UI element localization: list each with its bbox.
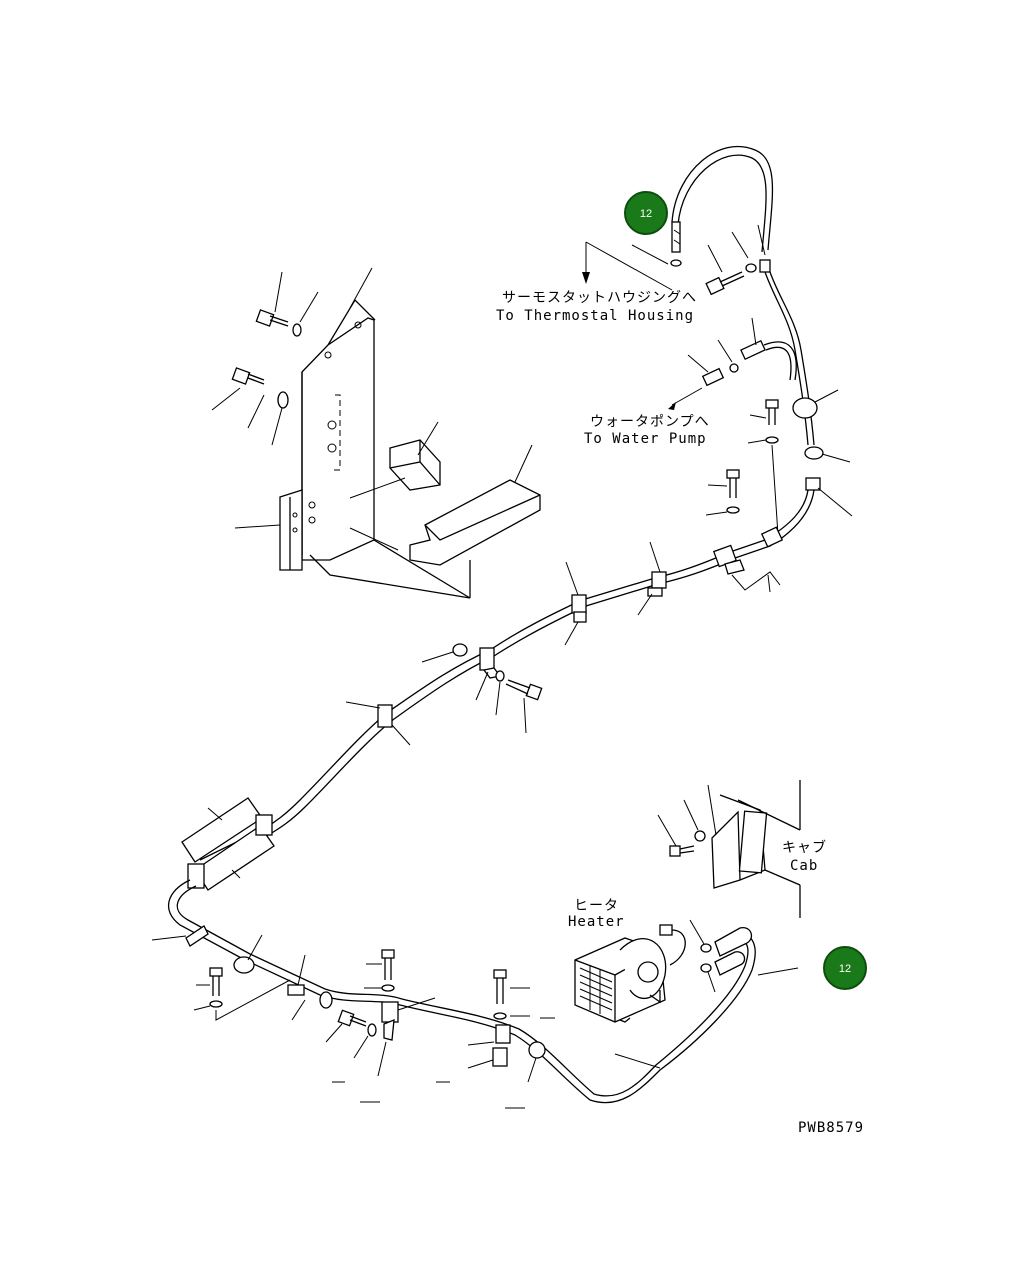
bracket-icon xyxy=(383,1018,395,1041)
bolt-icon xyxy=(669,845,695,857)
clamp-icon xyxy=(381,1001,399,1023)
heater-label-jp: ヒータ xyxy=(574,898,619,914)
bolt-icon xyxy=(493,969,507,1004)
badge-right[interactable]: 12 xyxy=(823,946,867,990)
clamp-icon xyxy=(377,704,393,728)
clamp-icon xyxy=(759,259,771,273)
spacer-icon xyxy=(492,1047,508,1067)
clamp-icon xyxy=(187,863,205,889)
washer-icon xyxy=(745,263,757,273)
clamp-icon xyxy=(319,991,333,1009)
washer-icon xyxy=(495,670,505,682)
connector-icon xyxy=(659,924,673,936)
clamp-icon xyxy=(712,544,745,575)
arrow-down-icon xyxy=(582,272,590,284)
bolt-icon xyxy=(705,271,745,296)
clamp-icon xyxy=(647,571,667,597)
bolt-icon xyxy=(209,967,223,996)
clamp-icon xyxy=(528,1041,546,1059)
clamp-icon xyxy=(792,397,818,419)
clamp-icon xyxy=(287,984,305,996)
cab-label-en: Cab xyxy=(790,858,818,874)
bolt-icon xyxy=(381,949,395,980)
clamp-icon xyxy=(495,1024,511,1044)
clamp-icon xyxy=(804,446,824,460)
badge-right-number: 12 xyxy=(839,963,851,975)
clamp-icon xyxy=(233,956,255,974)
washer-icon xyxy=(726,506,740,514)
bracket-assembly xyxy=(211,267,541,599)
fitting-icon xyxy=(452,643,468,657)
clamp-icon xyxy=(185,925,209,947)
waterpump-label-en: To Water Pump xyxy=(584,431,707,447)
washer-icon xyxy=(493,1012,507,1020)
bolt-icon xyxy=(337,1009,367,1027)
bolt-icon xyxy=(765,399,779,425)
cab-panel xyxy=(657,780,801,918)
bolt-icon xyxy=(505,679,543,701)
washer-icon xyxy=(292,323,302,337)
clamp-icon xyxy=(760,526,784,548)
washer-icon xyxy=(277,391,289,409)
bolt-icon xyxy=(726,469,740,498)
bolt-icon xyxy=(255,309,289,327)
badge-top[interactable]: 12 xyxy=(624,191,668,235)
upper-hose-assembly xyxy=(582,145,853,536)
thermostat-label-jp: サーモスタットハウジングへ xyxy=(502,290,697,306)
clamp-icon xyxy=(670,259,682,267)
waterpump-label-jp: ウォータポンプへ xyxy=(590,414,710,430)
heater-unit xyxy=(574,919,799,1023)
lower-hose xyxy=(151,879,756,1109)
fitting-icon xyxy=(700,927,753,976)
cab-label-jp: キャブ xyxy=(782,839,827,856)
washer-icon xyxy=(381,984,395,992)
main-hose xyxy=(181,489,815,891)
heater-label-en: Heater xyxy=(568,914,625,930)
drawing-code: PWB8579 xyxy=(798,1120,864,1136)
washer-icon xyxy=(694,830,706,842)
badge-top-number: 12 xyxy=(640,208,652,220)
bolt-icon xyxy=(231,367,265,385)
clamp-icon xyxy=(571,594,587,623)
washer-icon xyxy=(367,1023,377,1037)
clamp-icon xyxy=(805,477,821,491)
clamp-icon xyxy=(255,814,273,836)
washer-icon xyxy=(209,1000,223,1008)
thermostat-label-en: To Thermostal Housing xyxy=(496,308,694,324)
arrow-icon xyxy=(668,402,676,410)
fitting-icon xyxy=(701,339,766,387)
washer-icon xyxy=(765,436,779,444)
